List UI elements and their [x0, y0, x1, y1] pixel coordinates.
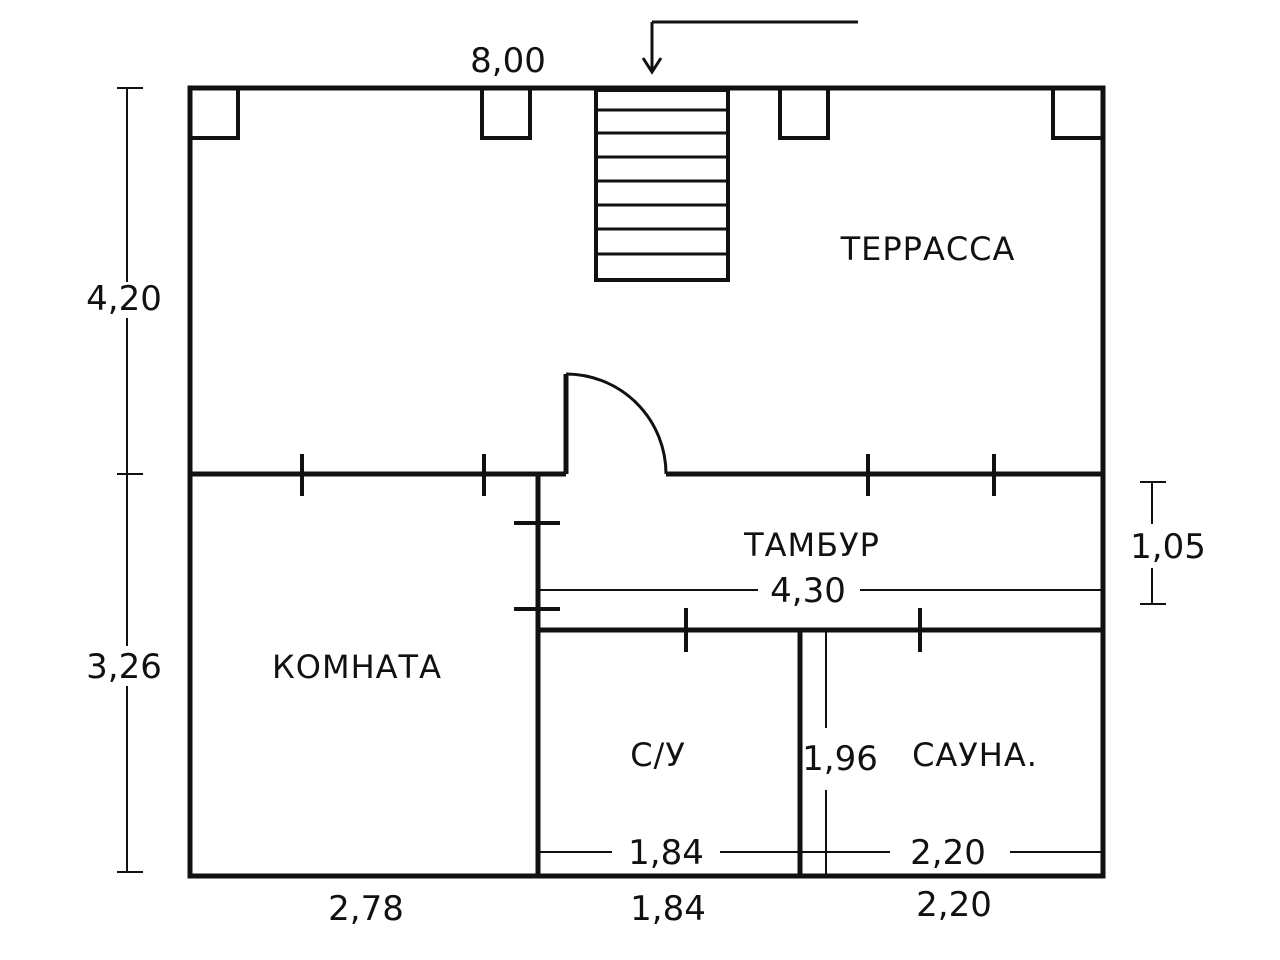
dim-bath-inner-width: 1,84	[628, 833, 704, 873]
door-icon	[563, 372, 668, 475]
post-2	[480, 86, 532, 140]
dimension-lines	[117, 87, 1166, 874]
dim-terrace-depth: 4,20	[86, 279, 162, 319]
post-3	[778, 86, 830, 140]
dim-sauna-inner-width: 2,20	[910, 833, 986, 873]
dim-sauna-width: 2,20	[916, 885, 992, 925]
post-1	[188, 86, 240, 140]
room-label-room: КОМНАТА	[272, 648, 442, 686]
room-label-terrace: ТЕРРАССА	[840, 230, 1016, 268]
room-label-bathroom: С/У	[630, 736, 686, 774]
room-label-vestibule: ТАМБУР	[743, 526, 880, 564]
dim-vestibule-width: 4,30	[770, 571, 846, 611]
dim-overall-width: 8,00	[470, 41, 546, 81]
dim-lower-depth: 3,26	[86, 647, 162, 687]
dim-room-width: 2,78	[328, 889, 404, 929]
dim-bath-width: 1,84	[630, 889, 706, 929]
post-4	[1051, 86, 1105, 140]
opening-marks	[300, 454, 996, 652]
dim-partition-height: 1,96	[802, 739, 878, 779]
staircase	[594, 88, 730, 282]
room-label-sauna: САУНА.	[912, 736, 1038, 774]
entry-arrow-icon	[641, 20, 858, 75]
dim-vestibule-depth: 1,05	[1130, 527, 1206, 567]
